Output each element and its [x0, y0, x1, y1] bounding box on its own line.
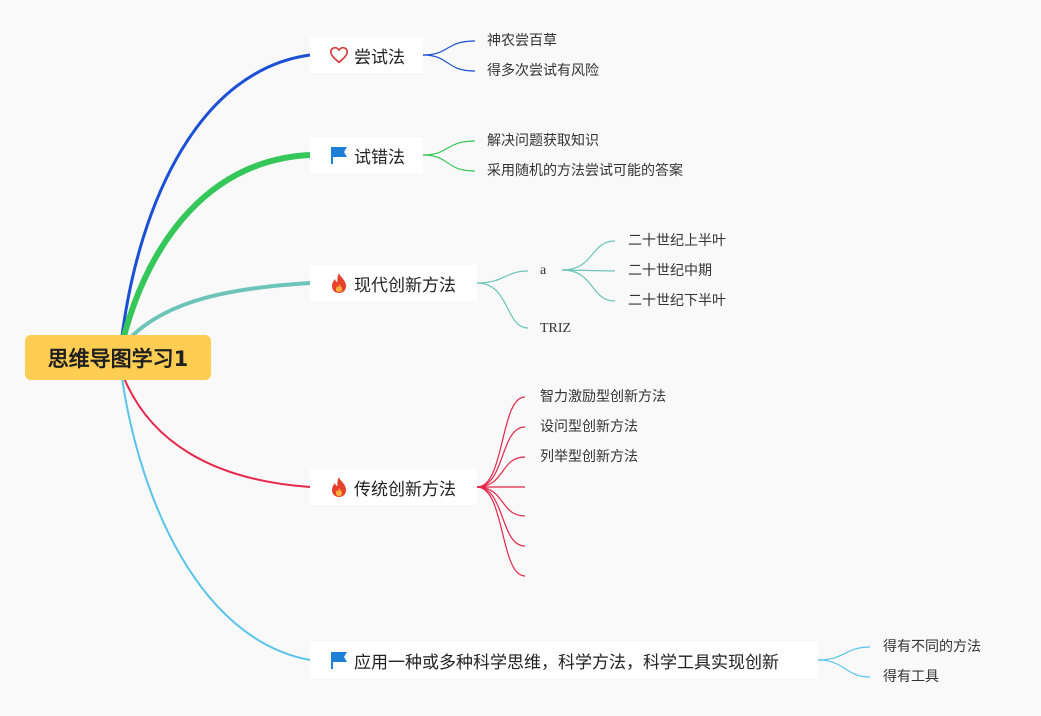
link-b5-c2	[817, 659, 871, 678]
link-a-g2	[561, 269, 616, 272]
leaf-item[interactable]: 解决问题获取知识	[487, 133, 599, 149]
link-b4-c3	[476, 456, 526, 488]
link-b3-a	[476, 270, 529, 284]
link-b4-c2	[476, 426, 526, 488]
topic-label: 应用一种或多种科学思维，科学方法，科学工具实现创新	[354, 652, 779, 673]
leaf-item-a[interactable]: a	[540, 263, 547, 278]
topic-traditional-innovation[interactable]: 传统创新方法	[310, 469, 477, 505]
link-b4-c5	[476, 486, 526, 517]
leaf-item[interactable]: 智力激励型创新方法	[540, 389, 666, 405]
topic-label: 传统创新方法	[354, 479, 456, 500]
leaf-item[interactable]: 二十世纪下半叶	[628, 293, 726, 309]
topic-label: 试错法	[354, 147, 405, 168]
link-b1-c1	[422, 40, 476, 56]
link-a-g1	[561, 240, 616, 271]
leaf-item[interactable]: 神农尝百草	[487, 33, 557, 49]
flag-icon	[328, 144, 350, 166]
leaf-item-triz[interactable]: TRIZ	[540, 321, 572, 336]
link-b4-c7	[476, 486, 526, 577]
link-a-g3	[561, 269, 616, 302]
fire-icon	[328, 476, 350, 498]
topic-trial-method[interactable]: 尝试法	[310, 37, 423, 73]
leaf-item[interactable]: 得多次尝试有风险	[487, 63, 599, 79]
leaf-item[interactable]: 得有工具	[883, 669, 939, 685]
link-b5-c1	[817, 646, 871, 661]
heart-icon	[328, 44, 350, 66]
topic-label: 现代创新方法	[354, 275, 456, 296]
topic-apply-scientific-thinking[interactable]: 应用一种或多种科学思维，科学方法，科学工具实现创新	[310, 642, 818, 678]
link-root-b1	[120, 53, 311, 337]
topic-label: 尝试法	[354, 47, 405, 68]
link-root-b3	[130, 281, 311, 338]
topic-modern-innovation[interactable]: 现代创新方法	[310, 265, 477, 301]
leaf-item[interactable]: 设问型创新方法	[540, 419, 638, 435]
leaf-item[interactable]: 采用随机的方法尝试可能的答案	[487, 163, 683, 179]
link-b1-c2	[422, 54, 476, 72]
link-b3-triz	[476, 282, 529, 329]
root-topic[interactable]: 思维导图学习1	[25, 335, 211, 380]
leaf-item[interactable]: 得有不同的方法	[883, 639, 981, 655]
leaf-item[interactable]: 二十世纪上半叶	[628, 233, 726, 249]
link-b4-c6	[476, 486, 526, 547]
link-root-b5	[121, 377, 311, 661]
leaf-item[interactable]: 列举型创新方法	[540, 449, 638, 465]
leaf-item[interactable]: 二十世纪中期	[628, 263, 712, 279]
fire-icon	[328, 272, 350, 294]
link-root-b2	[121, 152, 311, 337]
topic-trial-error-method[interactable]: 试错法	[310, 137, 423, 173]
flag-icon	[328, 649, 350, 671]
link-b4-c1	[476, 396, 526, 488]
link-root-b4	[123, 377, 311, 488]
link-b2-c2	[422, 154, 476, 172]
link-b2-c1	[422, 140, 476, 156]
